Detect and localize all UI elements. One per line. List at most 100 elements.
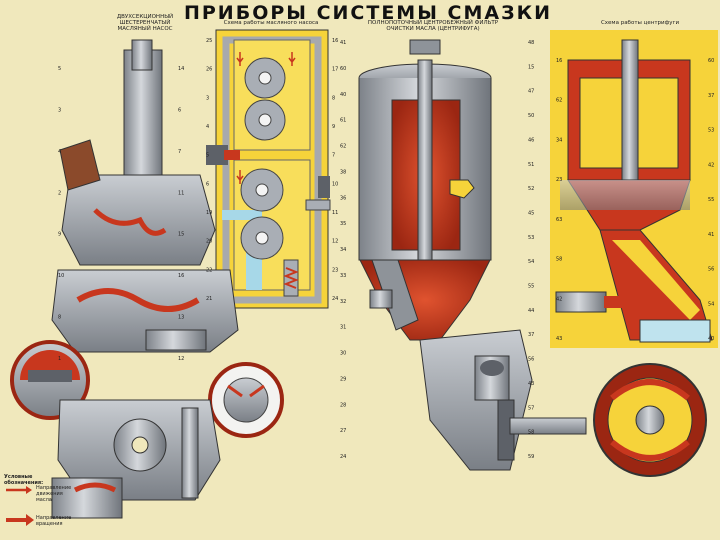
callout-number: 21 bbox=[206, 296, 212, 302]
centrifuge-rotor-section bbox=[593, 363, 707, 477]
upper-gear-pair bbox=[244, 57, 286, 141]
pump-scheme-label: Схема работы масляного насоса bbox=[223, 20, 319, 26]
callout-number: 54 bbox=[528, 259, 534, 265]
callout-number: 17 bbox=[332, 67, 338, 73]
callout-number: 47 bbox=[528, 89, 534, 95]
callout-number: 29 bbox=[340, 376, 346, 382]
callout-number: 15 bbox=[178, 232, 184, 238]
callout-number: 61 bbox=[340, 118, 346, 124]
callout-number: 62 bbox=[556, 98, 562, 104]
pump-detail-right bbox=[208, 362, 284, 438]
callout-number: 60 bbox=[708, 58, 714, 64]
callout-number: 52 bbox=[528, 186, 534, 192]
callout-number: 63 bbox=[556, 217, 562, 223]
callout-number: 41 bbox=[708, 232, 714, 238]
callout-number: 60 bbox=[340, 66, 346, 72]
legend-oil-flow-label: Направление движения масла bbox=[36, 485, 72, 503]
lower-gear-pair bbox=[240, 168, 284, 260]
callout-number: 24 bbox=[332, 296, 338, 302]
callout-number: 16 bbox=[332, 38, 338, 44]
callout-number: 13 bbox=[178, 315, 184, 321]
centrifuge-scheme-diagram bbox=[550, 30, 718, 348]
callout-number: 12 bbox=[178, 356, 184, 362]
callout-number: 15 bbox=[528, 64, 534, 70]
callout-number: 56 bbox=[528, 357, 534, 363]
callout-number: 55 bbox=[708, 197, 714, 203]
pump-detail-left bbox=[10, 340, 90, 420]
callout-number: 33 bbox=[340, 273, 346, 279]
callout-number: 62 bbox=[340, 144, 346, 150]
callout-number: 58 bbox=[556, 257, 562, 263]
callout-number: 31 bbox=[340, 325, 346, 331]
callout-number: 40 bbox=[708, 336, 714, 342]
callout-number: 40 bbox=[340, 92, 346, 98]
callout-number: 34 bbox=[556, 137, 562, 143]
callout-number: 59 bbox=[528, 454, 534, 460]
pump-scheme-diagram bbox=[206, 29, 331, 309]
callout-number: 22 bbox=[206, 267, 212, 273]
callout-number: 12 bbox=[332, 239, 338, 245]
callout-number: 38 bbox=[340, 169, 346, 175]
callout-number: 23 bbox=[332, 267, 338, 273]
callout-number: 53 bbox=[708, 128, 714, 134]
callout-number: 36 bbox=[340, 195, 346, 201]
callout-number: 30 bbox=[340, 351, 346, 357]
callout-number: 23 bbox=[556, 177, 562, 183]
callout-number: 46 bbox=[528, 137, 534, 143]
callout-number: 10 bbox=[332, 181, 338, 187]
callout-number: 42 bbox=[708, 162, 714, 168]
callout-number: 42 bbox=[556, 296, 562, 302]
callout-number: 14 bbox=[178, 66, 184, 72]
callout-number: 41 bbox=[340, 40, 346, 46]
callout-number: 4 bbox=[206, 124, 209, 130]
pump-title-label: ДВУХСЕКЦИОННЫЙ ШЕСТЕРЕНЧАТЫЙ МАСЛЯНЫЙ НА… bbox=[116, 14, 174, 32]
callout-number: 3 bbox=[206, 95, 209, 101]
callout-number: 34 bbox=[340, 247, 346, 253]
centrifuge-scheme-label: Схема работы центрифуги bbox=[600, 20, 680, 26]
callout-number: 1 bbox=[58, 356, 61, 362]
callout-number: 32 bbox=[340, 299, 346, 305]
callout-number: 5 bbox=[58, 66, 61, 72]
callout-number: 4 bbox=[58, 149, 61, 155]
callout-number: 58 bbox=[528, 430, 534, 436]
callout-number: 19 bbox=[206, 210, 212, 216]
callout-number: 55 bbox=[528, 284, 534, 290]
callout-number: 57 bbox=[528, 405, 534, 411]
callout-number: 24 bbox=[340, 454, 346, 460]
callout-number: 26 bbox=[206, 67, 212, 73]
callout-number: 43 bbox=[556, 336, 562, 342]
callout-number: 3 bbox=[58, 107, 61, 113]
callout-number: 7 bbox=[178, 149, 181, 155]
callout-number: 37 bbox=[708, 93, 714, 99]
legend-rotation-arrow bbox=[6, 514, 34, 526]
callout-number: 56 bbox=[708, 267, 714, 273]
callout-number: 8 bbox=[58, 315, 61, 321]
callout-number: 48 bbox=[528, 40, 534, 46]
legend-rotation-label: Направление вращения bbox=[36, 515, 72, 527]
callout-number: 51 bbox=[528, 162, 534, 168]
callout-number: 9 bbox=[332, 124, 335, 130]
callout-number: 37 bbox=[528, 332, 534, 338]
callout-number: 28 bbox=[340, 402, 346, 408]
callout-number: 10 bbox=[58, 273, 64, 279]
callout-number: 6 bbox=[178, 107, 181, 113]
legend-oil-flow-arrow bbox=[6, 486, 32, 494]
callout-number: 44 bbox=[528, 308, 534, 314]
callout-number: 16 bbox=[556, 58, 562, 64]
callout-number: 9 bbox=[58, 232, 61, 238]
filter-title-label: ПОЛНОПОТОЧНЫЙ ЦЕНТРОБЕЖНЫЙ ФИЛЬТР ОЧИСТК… bbox=[367, 20, 499, 32]
callout-number: 45 bbox=[528, 211, 534, 217]
callout-number: 25 bbox=[206, 38, 212, 44]
centrifuge-filter-cutaway bbox=[358, 39, 587, 471]
callout-number: 54 bbox=[708, 301, 714, 307]
callout-number: 20 bbox=[206, 239, 212, 245]
pump-cutaway-drawing bbox=[51, 39, 239, 353]
callout-number: 27 bbox=[340, 428, 346, 434]
legend-heading: Условные обозначения: bbox=[4, 474, 44, 486]
callout-number: 11 bbox=[332, 210, 338, 216]
callout-number: 35 bbox=[340, 221, 346, 227]
callout-number: 53 bbox=[528, 235, 534, 241]
callout-number: 7 bbox=[332, 153, 335, 159]
callout-number: 50 bbox=[528, 113, 534, 119]
